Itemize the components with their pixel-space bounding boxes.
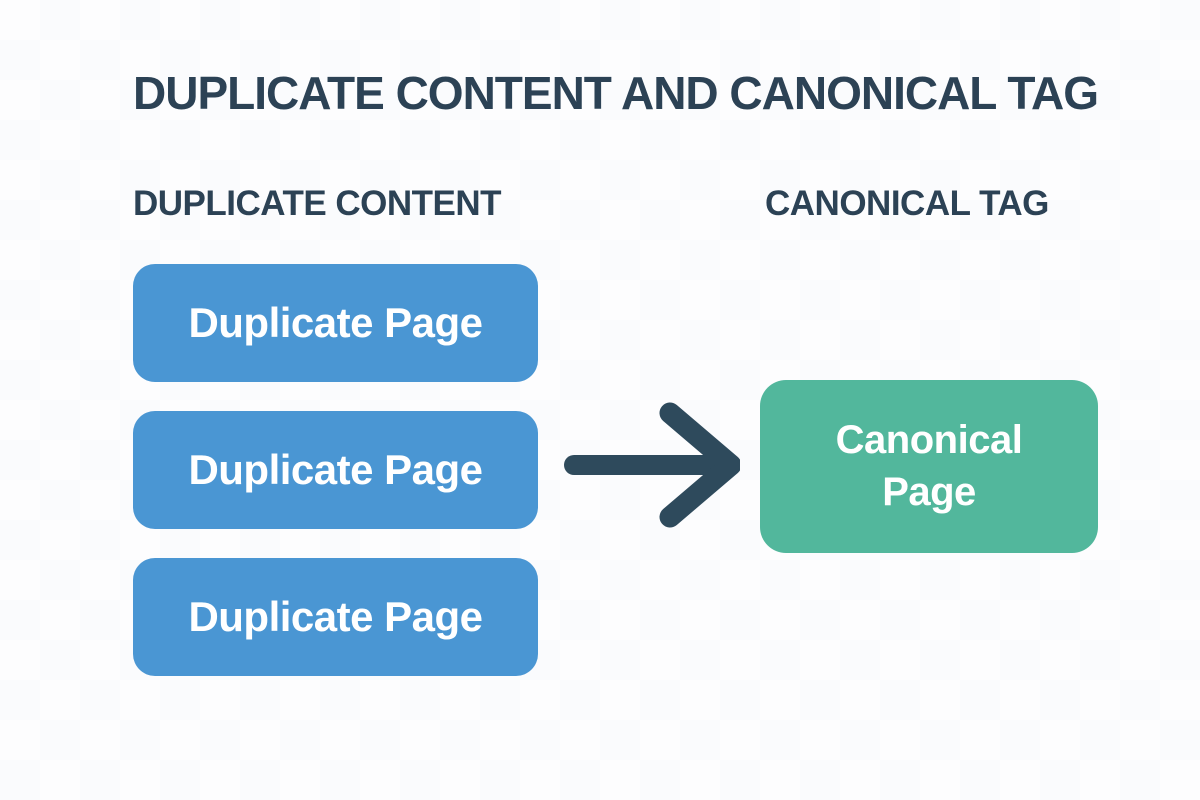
duplicate-page-box-1: Duplicate Page [133, 264, 538, 382]
canonical-page-label: Canonical Page [835, 418, 1023, 514]
duplicate-page-box-2: Duplicate Page [133, 411, 538, 529]
canonical-tag-heading: CANONICAL TAG [765, 184, 1049, 223]
page-title: DUPLICATE CONTENT AND CANONICAL TAG [133, 67, 1099, 119]
duplicate-page-label: Duplicate Page [188, 593, 483, 640]
duplicate-pages-stack: Duplicate Page Duplicate Page Duplicate … [133, 264, 538, 676]
duplicate-content-heading: DUPLICATE CONTENT [133, 184, 502, 223]
duplicate-page-box-3: Duplicate Page [133, 558, 538, 676]
duplicate-page-label: Duplicate Page [188, 446, 483, 493]
canonical-page-box: Canonical Page [760, 380, 1098, 553]
right-arrow-icon [564, 402, 740, 528]
duplicate-page-label: Duplicate Page [188, 299, 483, 346]
